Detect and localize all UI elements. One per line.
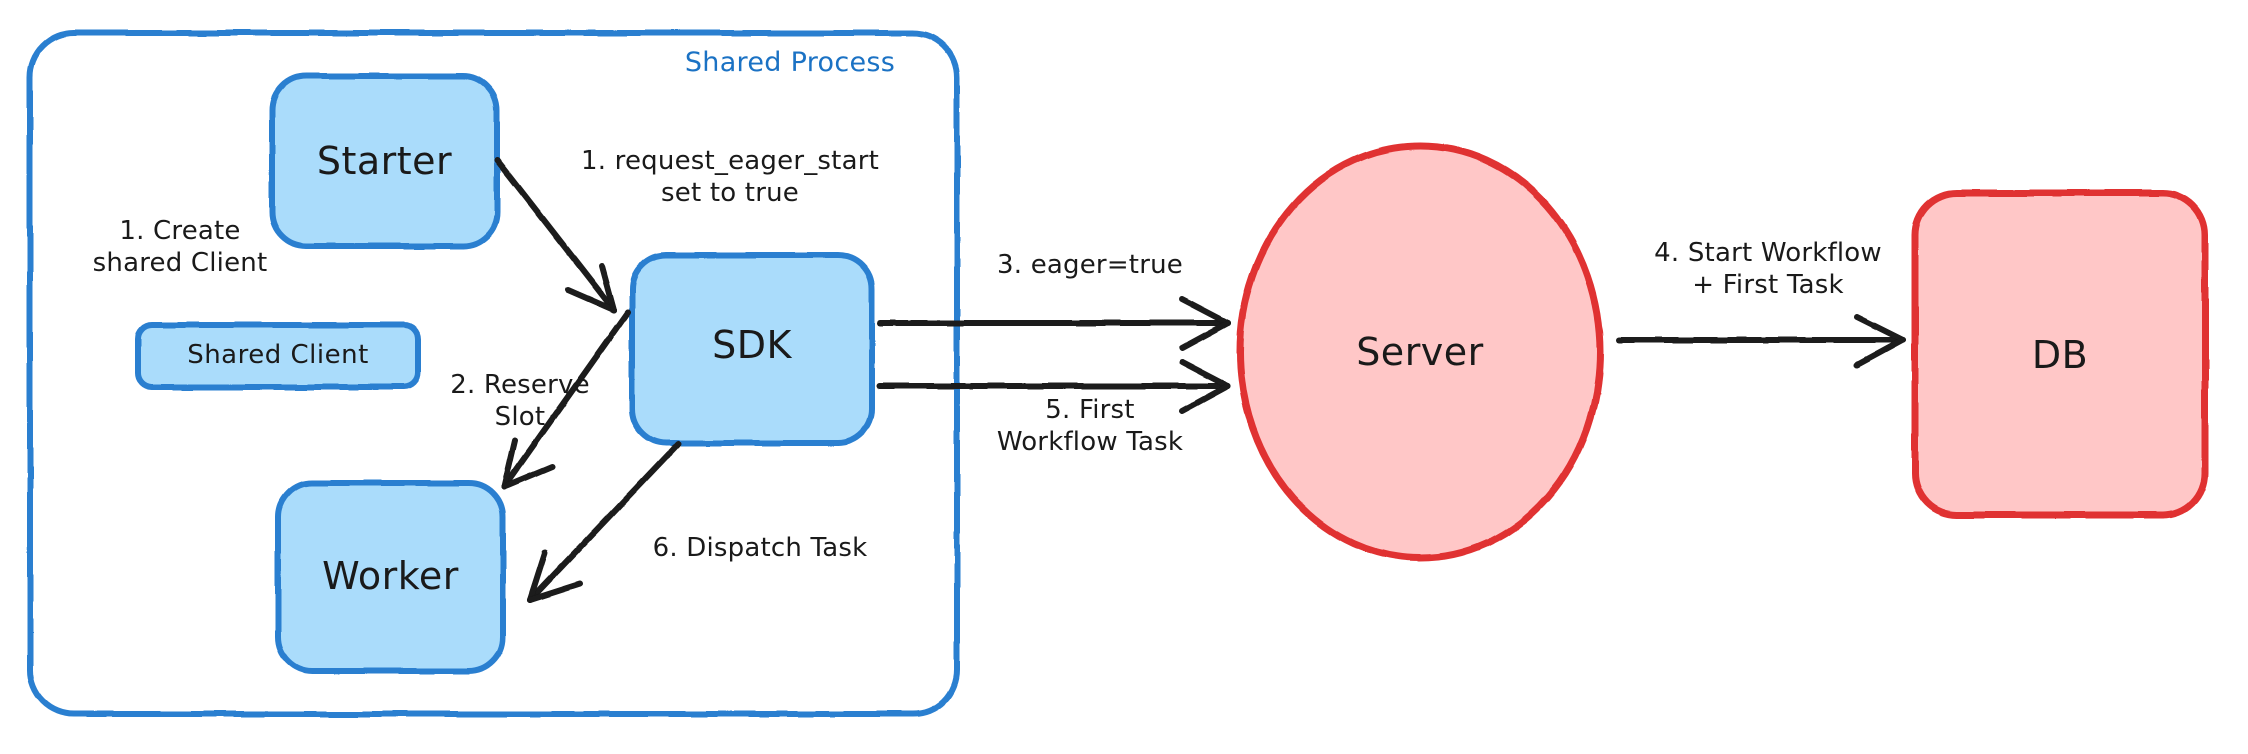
node-server-shape[interactable] (1236, 142, 1604, 562)
node-db-shape[interactable] (1911, 189, 2209, 519)
edge-first-workflow-task-arrow (877, 359, 1231, 414)
edge-request-eager-start-arrow (494, 157, 617, 313)
edge-dispatch-task-arrow (527, 441, 681, 603)
shared-process-container (27, 30, 960, 717)
node-worker-shape[interactable] (275, 480, 506, 674)
node-sdk-shape[interactable] (629, 252, 875, 446)
edge-start-workflow-arrow (1616, 314, 1906, 368)
node-starter-shape[interactable] (269, 73, 500, 249)
edge-eager-true-arrow (877, 296, 1231, 351)
node-shared-client-shape[interactable] (135, 322, 421, 390)
edge-reserve-slot-arrow (501, 309, 631, 490)
